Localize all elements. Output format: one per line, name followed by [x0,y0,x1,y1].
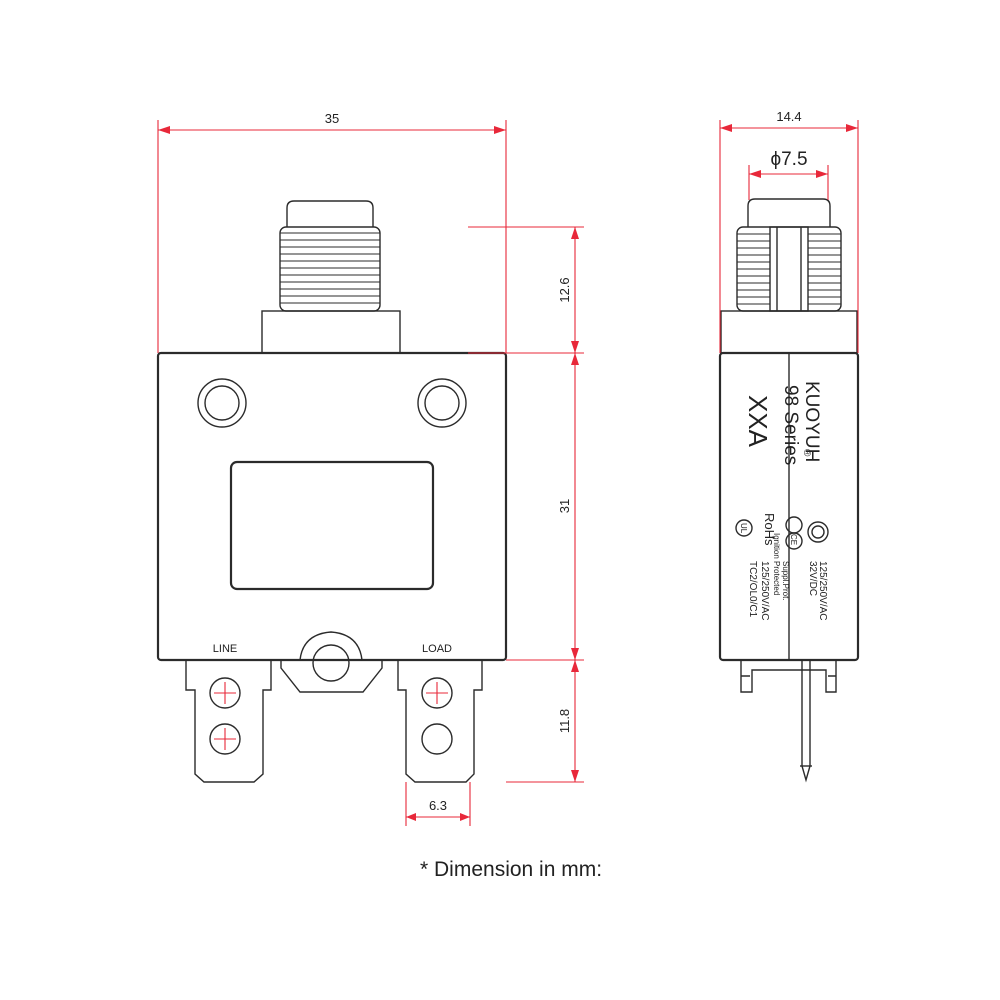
side-threaded-bushing [736,226,842,312]
rohs-mark: RoHs [762,513,777,546]
dim-button-height: 12.6 [557,277,572,302]
current-rating: XXA [743,395,773,448]
sub-line-3: 125/250V/AC [759,561,770,621]
load-terminal [397,660,483,783]
button-cap [286,200,374,227]
mounting-nut [261,310,401,354]
dim-side-width: 14.4 [776,109,801,124]
threaded-bushing [279,226,381,312]
front-dimensions: 35 12.6 31 11.8 6.3 [157,111,584,826]
brand-mark: ® [801,449,812,457]
spec-line-1: 125/250V/AC [817,561,828,621]
mounting-hole-right [417,378,467,428]
line-label: LINE [213,643,237,655]
front-view: LINE LOAD [156,200,508,783]
breaker-body [156,351,508,662]
side-dimensions: 14.4 ϕ7.5 [719,109,859,353]
spec-line-2: 32V/DC [807,561,818,596]
side-mounting-nut [720,310,858,354]
cert-logo-ul: UL [735,519,753,537]
sub-line-2: Ignition Protected [772,533,781,595]
cert-logo-ce: CE [785,516,803,550]
svg-text:CE: CE [789,534,798,545]
center-lug [280,660,383,693]
dim-width: 35 [325,111,339,126]
dim-button-diameter: ϕ7.5 [770,149,807,170]
cert-logo-kuoyuh [807,521,829,543]
sub-line-4: TC2/OL0/C1 [747,561,758,618]
sub-line-1: Suppl.Prot. [781,561,790,601]
side-terminal-blade [801,660,811,783]
label-window [229,460,435,591]
dim-body-height: 31 [557,499,572,513]
footnote: * Dimension in mm: [420,858,603,881]
svg-text:UL: UL [739,523,748,534]
line-terminal [185,660,272,783]
dim-terminal-height: 11.8 [557,709,572,733]
brand-name: KUOYUH [801,381,822,462]
side-button-cap [747,198,831,227]
series-name: 98 Series [780,385,801,465]
side-terminal-base [740,660,837,693]
mounting-hole-left [197,378,247,428]
load-label: LOAD [422,643,452,655]
dim-terminal-width: 6.3 [429,798,447,813]
side-view: KUOYUH ® 98 Series XXA CE UL RoHs 125/25… [718,198,860,783]
